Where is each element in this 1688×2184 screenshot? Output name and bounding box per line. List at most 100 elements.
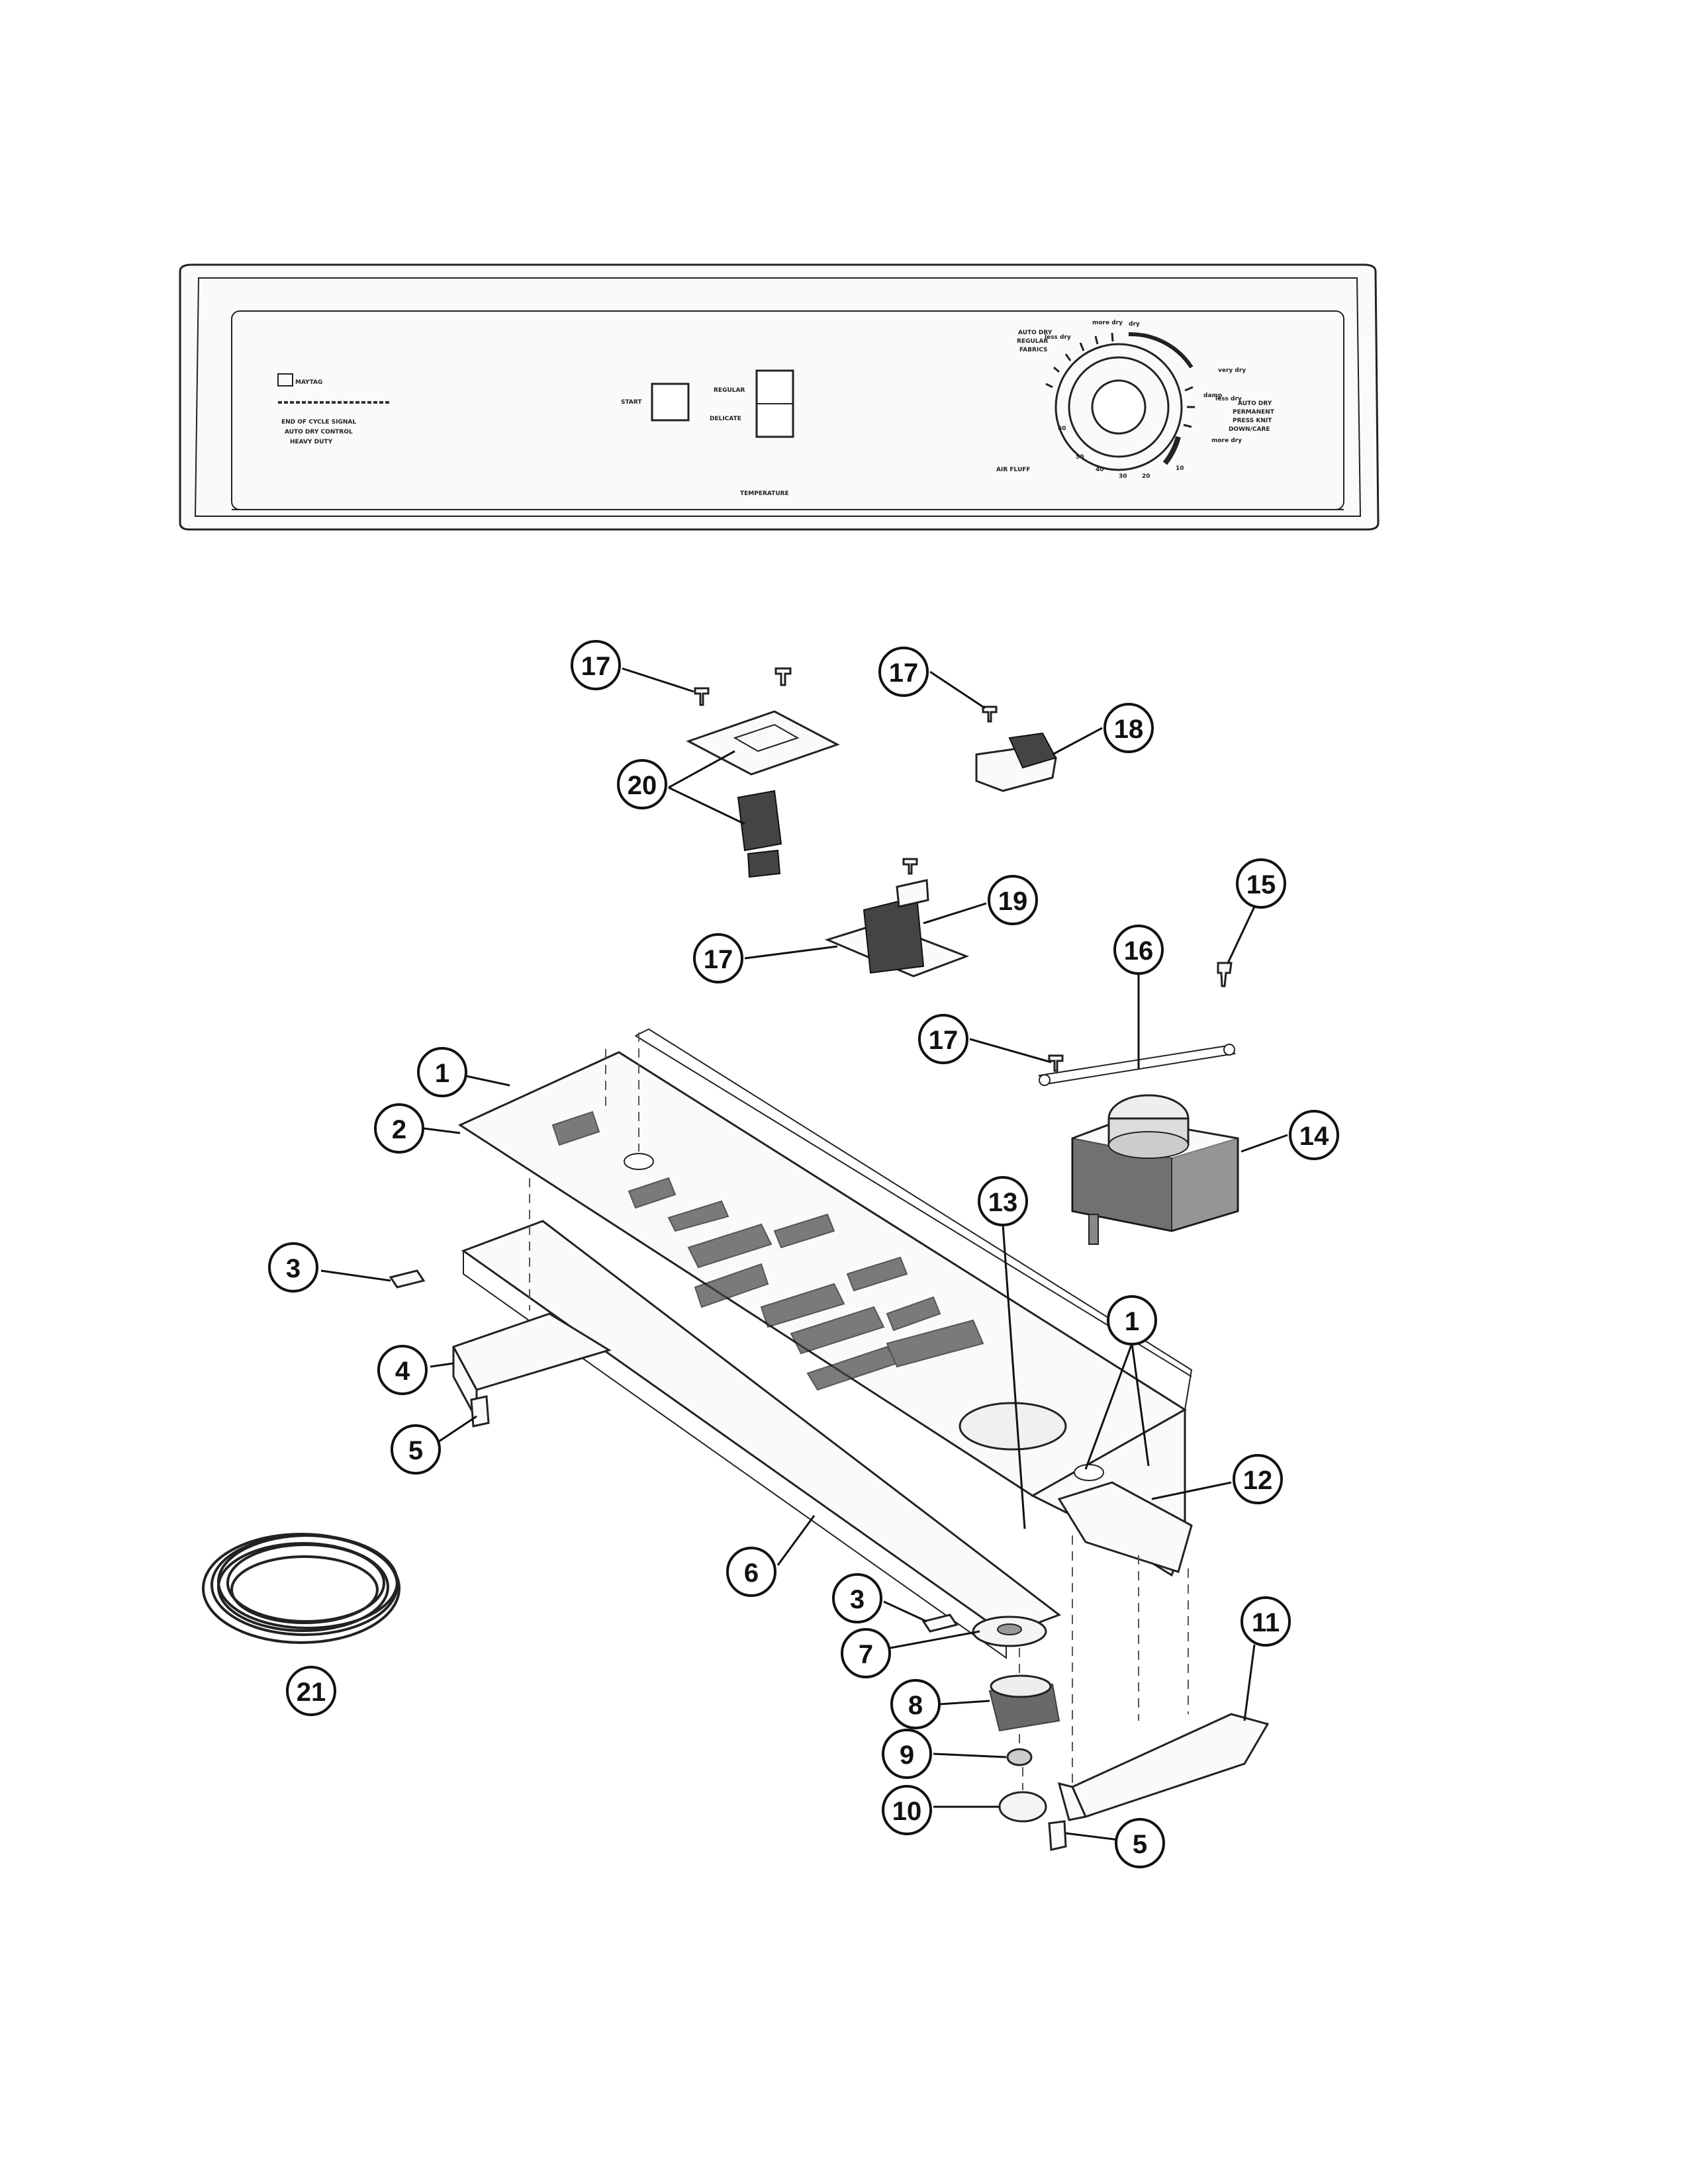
dial-mark-less-dry-2: less dry bbox=[1215, 396, 1242, 402]
callout-18: 18 bbox=[1103, 703, 1154, 753]
temperature-label: TEMPERATURE bbox=[740, 490, 789, 497]
callout-11: 11 bbox=[1241, 1596, 1291, 1647]
feature-line-3: HEAVY DUTY bbox=[290, 439, 333, 445]
callout-12-label: 12 bbox=[1243, 1466, 1273, 1495]
dial-num-50: 50 bbox=[1076, 454, 1084, 461]
callout-14-label: 14 bbox=[1299, 1122, 1329, 1151]
callout-17b: 17 bbox=[878, 647, 929, 697]
auto-dry-regular-3: FABRICS bbox=[1019, 347, 1047, 353]
dial-mark-dry: dry bbox=[1129, 321, 1140, 328]
callout-3a: 3 bbox=[268, 1242, 318, 1293]
part-3-screw-a bbox=[389, 1269, 426, 1289]
callout-8-label: 8 bbox=[908, 1691, 923, 1720]
callout-7-label: 7 bbox=[859, 1640, 873, 1669]
dial-num-60: 60 bbox=[1058, 426, 1066, 432]
part-21-wire-harness bbox=[202, 1533, 400, 1644]
callout-9-label: 9 bbox=[900, 1741, 914, 1770]
auto-dry-perm-3: PRESS KNIT bbox=[1233, 418, 1272, 424]
part-12-bracket bbox=[1057, 1481, 1193, 1573]
feature-line-1: END OF CYCLE SIGNAL bbox=[281, 419, 356, 426]
brand-name: MAYTAG bbox=[295, 379, 322, 386]
callout-4-label: 4 bbox=[395, 1357, 410, 1386]
part-17-screw-d bbox=[1048, 1054, 1064, 1072]
start-button[interactable]: START bbox=[621, 383, 690, 422]
callout-15-label: 15 bbox=[1246, 870, 1276, 899]
callout-19-label: 19 bbox=[998, 887, 1028, 916]
auto-dry-perm-4: DOWN/CARE bbox=[1229, 426, 1270, 433]
callout-14: 14 bbox=[1289, 1110, 1339, 1160]
auto-dry-perm-1: AUTO DRY bbox=[1238, 400, 1272, 407]
part-15-screw bbox=[1217, 962, 1233, 987]
callout-16-label: 16 bbox=[1124, 936, 1154, 966]
brand-logo: MAYTAG END OF CYCLE SIGNAL AUTO DRY CONT… bbox=[277, 373, 391, 445]
dial-num-40: 40 bbox=[1096, 467, 1104, 473]
callout-2-label: 2 bbox=[392, 1115, 406, 1144]
callout-17d: 17 bbox=[918, 1014, 968, 1064]
callout-1a: 1 bbox=[417, 1047, 467, 1097]
dial-mark-more-dry-2: more dry bbox=[1211, 437, 1242, 444]
part-17-screw-a bbox=[694, 687, 710, 706]
callout-20-label: 20 bbox=[628, 771, 657, 800]
callout-13: 13 bbox=[978, 1176, 1028, 1226]
part-11-right-bracket bbox=[1057, 1713, 1270, 1821]
dial-num-10: 10 bbox=[1176, 465, 1184, 472]
callout-17a-label: 17 bbox=[581, 652, 611, 681]
part-14-timer bbox=[1071, 1094, 1239, 1245]
callout-1a-label: 1 bbox=[435, 1059, 449, 1088]
callout-3b-label: 3 bbox=[850, 1585, 865, 1614]
callout-13-label: 13 bbox=[988, 1188, 1018, 1217]
callout-8: 8 bbox=[890, 1679, 941, 1729]
part-10-cap bbox=[998, 1791, 1047, 1823]
callout-10-label: 10 bbox=[892, 1797, 922, 1826]
part-5-clip-a bbox=[470, 1395, 490, 1428]
callout-21: 21 bbox=[286, 1666, 336, 1716]
callout-5b: 5 bbox=[1115, 1818, 1165, 1868]
callout-4: 4 bbox=[377, 1345, 428, 1395]
part-17-screw-b bbox=[774, 667, 792, 686]
callout-7: 7 bbox=[841, 1628, 891, 1678]
control-panel: MAYTAG END OF CYCLE SIGNAL AUTO DRY CONT… bbox=[179, 263, 1380, 531]
regular-label: REGULAR bbox=[714, 387, 745, 394]
callout-2: 2 bbox=[374, 1103, 424, 1154]
feature-line-2: AUTO DRY CONTROL bbox=[285, 429, 353, 435]
part-3-screw-b bbox=[921, 1614, 959, 1633]
callout-6: 6 bbox=[726, 1547, 776, 1597]
callout-10: 10 bbox=[882, 1785, 932, 1835]
callout-19: 19 bbox=[988, 875, 1038, 925]
callout-16: 16 bbox=[1113, 925, 1164, 975]
dial-mark-very-dry: very dry bbox=[1218, 367, 1246, 374]
callout-17c: 17 bbox=[693, 933, 743, 983]
air-fluff-label: AIR FLUFF bbox=[996, 467, 1031, 473]
callout-17d-label: 17 bbox=[929, 1026, 959, 1055]
callout-17a: 17 bbox=[571, 640, 621, 690]
callouts bbox=[320, 667, 1288, 1841]
auto-dry-regular-1: AUTO DRY bbox=[1018, 330, 1053, 336]
part-18-relay bbox=[975, 705, 1057, 792]
callout-12: 12 bbox=[1233, 1454, 1283, 1504]
part-8-knob bbox=[988, 1674, 1060, 1732]
part-16-strap bbox=[1038, 1044, 1236, 1086]
assembly-lines bbox=[529, 1032, 1189, 1790]
part-4-left-bracket bbox=[451, 1312, 612, 1420]
temperature-switch[interactable]: REGULAR DELICATE TEMPERATURE bbox=[710, 369, 794, 497]
callout-18-label: 18 bbox=[1114, 715, 1144, 744]
callout-17b-label: 17 bbox=[889, 659, 919, 688]
auto-dry-perm-2: PERMANENT bbox=[1233, 409, 1275, 416]
part-9-nut bbox=[1006, 1748, 1033, 1766]
callout-21-label: 21 bbox=[297, 1678, 326, 1707]
timer-dial[interactable]: AUTO DRY REGULAR FABRICS more dry dry le bbox=[996, 320, 1275, 480]
callout-1b-label: 1 bbox=[1125, 1307, 1139, 1336]
dial-mark-more-dry: more dry bbox=[1092, 320, 1123, 326]
part-19-switch bbox=[824, 858, 970, 978]
part-20-switch-plate bbox=[686, 710, 840, 878]
part-7-spacer bbox=[972, 1615, 1047, 1647]
delicate-label: DELICATE bbox=[710, 416, 741, 422]
dial-mark-less-dry: less dry bbox=[1045, 334, 1071, 341]
callout-3a-label: 3 bbox=[286, 1254, 301, 1283]
callout-5a-label: 5 bbox=[408, 1436, 423, 1465]
part-5-clip-b bbox=[1048, 1820, 1067, 1851]
callout-11-label: 11 bbox=[1252, 1608, 1280, 1637]
auto-dry-regular-2: REGULAR bbox=[1017, 338, 1048, 345]
start-label: START bbox=[621, 399, 642, 406]
